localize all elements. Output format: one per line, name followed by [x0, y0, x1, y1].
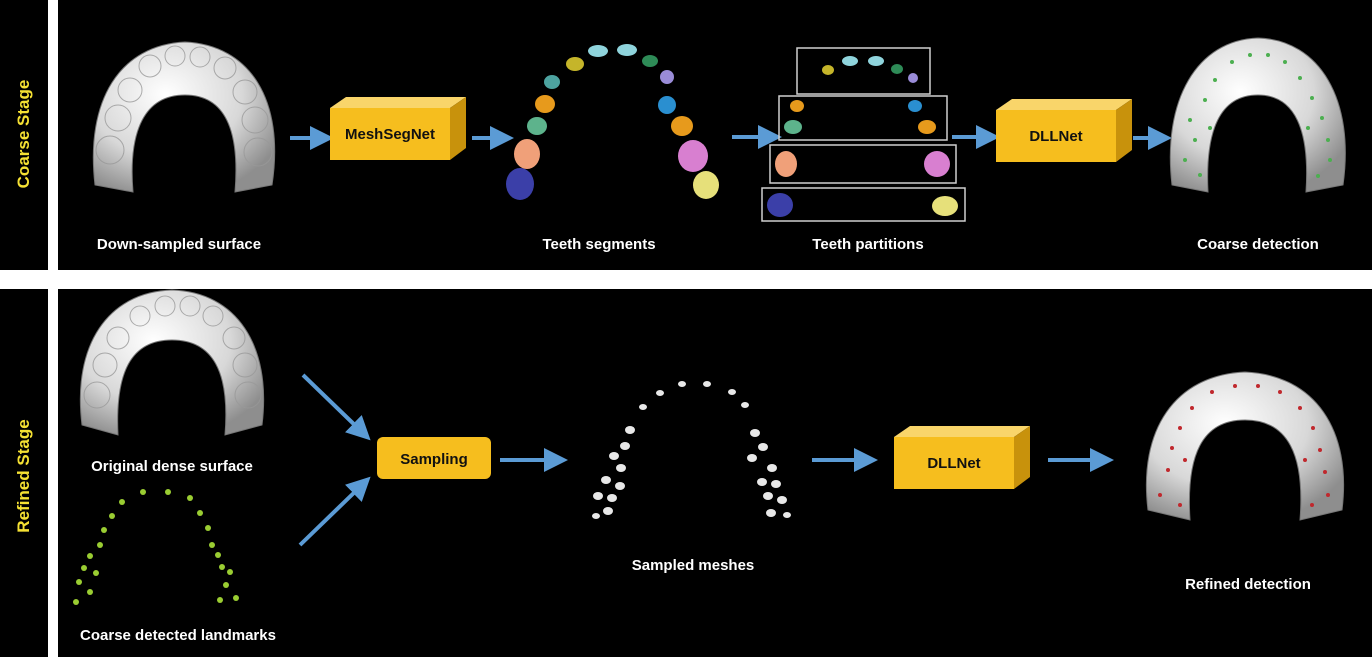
arrow-icon [298, 476, 371, 547]
coarse-landmarks-image [73, 489, 239, 605]
coarse-detection-caption: Coarse detection [1197, 236, 1319, 253]
refined-dllnet-box: DLLNet [894, 426, 1030, 489]
dense-surface-caption: Original dense surface [91, 458, 253, 475]
teeth-segments-image [506, 44, 719, 200]
sampling-label: Sampling [400, 451, 468, 468]
downsampled-surface-image [92, 41, 276, 193]
downsampled-surface-caption: Down-sampled surface [96, 236, 262, 253]
teeth-partitions-caption: Teeth partitions [812, 236, 924, 253]
teeth-segments-caption: Teeth segments [542, 236, 656, 253]
dense-surface-image [79, 289, 265, 436]
refined-dllnet-label: DLLNet [927, 455, 980, 472]
meshsegnet-box: MeshSegNet [330, 97, 466, 160]
sampled-meshes-caption: Sampled meshes [631, 557, 755, 574]
coarse-dllnet-label: DLLNet [1029, 128, 1082, 145]
refined-detection-image [1145, 371, 1345, 521]
refined-stage-label-panel [0, 289, 48, 657]
meshsegnet-label: MeshSegNet [345, 126, 435, 143]
refined-detection-caption: Refined detection [1185, 576, 1311, 593]
coarse-dllnet-box: DLLNet [996, 99, 1132, 162]
arrow-icon [301, 373, 371, 441]
coarse-landmarks-caption: Coarse detected landmarks [80, 627, 276, 644]
teeth-partitions-image [761, 47, 966, 222]
sampled-meshes-image [592, 381, 791, 519]
coarse-stage-label-panel [0, 0, 48, 270]
coarse-detection-image [1169, 37, 1346, 193]
sampling-box: Sampling [377, 437, 491, 479]
